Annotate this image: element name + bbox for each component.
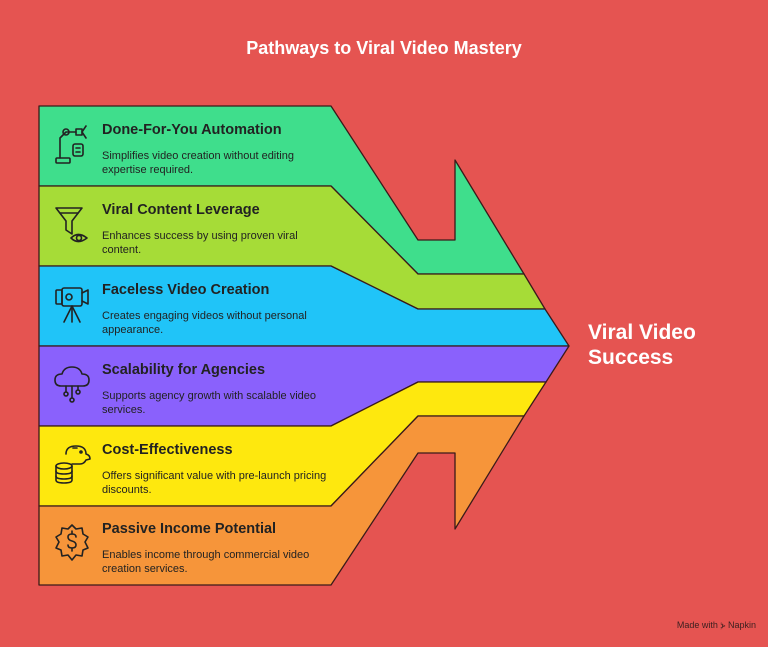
outcome-line-2: Success (588, 346, 674, 369)
pathway-item-1: Done-For-You Automation Simplifies video… (102, 121, 332, 177)
outcome-label: Viral Video Success (588, 320, 758, 370)
pathway-item-6: Passive Income Potential Enables income … (102, 520, 332, 576)
pathway-description: Simplifies video creation without editin… (102, 150, 294, 176)
pathway-title: Faceless Video Creation (102, 282, 270, 298)
pathway-title: Scalability for Agencies (102, 362, 266, 378)
pathway-item-5: Cost-Effectiveness Offers significant va… (102, 441, 332, 497)
pathway-description: Enhances success by using proven viral c… (102, 230, 298, 256)
robot-arm-icon (55, 125, 87, 164)
piggy-bank-icon (55, 445, 91, 484)
pathway-description: Supports agency growth with scalable vid… (102, 390, 317, 416)
footer-made-with: Made with (676, 620, 718, 630)
band-6-shape (38, 415, 525, 586)
pathway-item-3: Faceless Video Creation Creates engaging… (102, 281, 332, 337)
video-camera-icon (55, 287, 89, 323)
funnel-eye-icon (55, 207, 88, 243)
pathway-title: Cost-Effectiveness (102, 442, 233, 458)
pathway-item-4: Scalability for Agencies Supports agency… (102, 361, 332, 417)
pathway-description: Offers significant value with pre-launch… (102, 470, 327, 496)
dollar-badge-icon (55, 524, 89, 561)
pathway-item-2: Viral Content Leverage Enhances success … (102, 201, 332, 257)
pathway-description: Creates engaging videos without personal… (102, 310, 307, 336)
outcome-line-1: Viral Video (588, 321, 696, 344)
napkin-footer: Made with ⦔ Napkin (677, 620, 756, 631)
diagram-title: Pathways to Viral Video Mastery (246, 38, 522, 58)
cloud-network-icon (54, 366, 90, 403)
napkin-logo-icon: ⦔ (720, 620, 726, 630)
pathway-title: Viral Content Leverage (102, 202, 260, 218)
pathway-description: Enables income through commercial video … (102, 549, 310, 575)
pathway-title: Passive Income Potential (102, 521, 277, 537)
pathway-title: Done-For-You Automation (102, 122, 282, 138)
footer-brand: Napkin (727, 620, 756, 630)
